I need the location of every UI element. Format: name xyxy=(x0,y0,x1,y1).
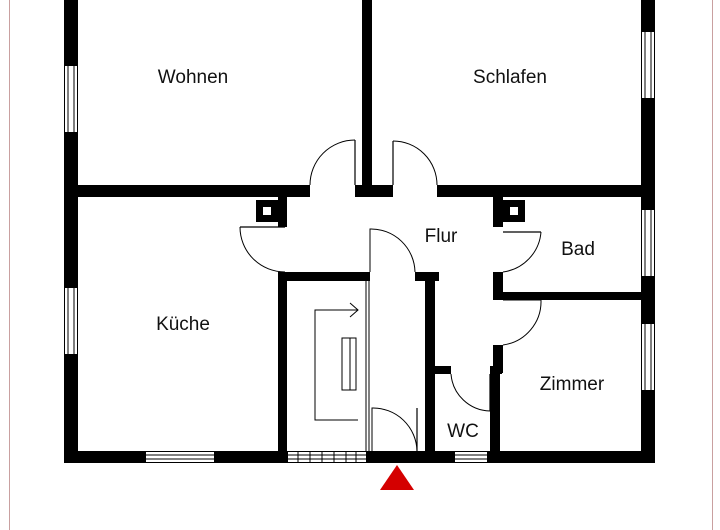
door-flur-swing xyxy=(369,228,416,273)
door-schlafen-swing xyxy=(392,140,438,186)
wall-bad-bottom xyxy=(493,292,655,300)
page-border xyxy=(9,0,713,530)
room-label-kueche: Küche xyxy=(156,314,210,335)
door-zimmer-swing xyxy=(502,299,542,346)
room-label-flur: Flur xyxy=(425,226,458,247)
wall-top-middle xyxy=(362,0,372,190)
room-label-bad: Bad xyxy=(561,239,595,260)
door-entrance-swing xyxy=(371,407,418,452)
wall-stair-top xyxy=(278,272,370,281)
wall-kitchen-right-lower xyxy=(278,272,287,463)
wall-h-upper-left xyxy=(64,185,310,197)
entrance-marker-icon xyxy=(380,465,414,490)
wall-zimmer-left xyxy=(493,345,503,373)
door-wohnen-swing xyxy=(309,139,356,186)
windows xyxy=(65,32,654,462)
room-label-schlafen: Schlafen xyxy=(473,67,547,88)
wall-bad-left xyxy=(493,197,503,227)
door-wc-swing xyxy=(450,373,491,412)
room-label-wc: WC xyxy=(447,421,479,442)
staircase xyxy=(314,281,370,451)
wall-wc-top xyxy=(425,366,451,374)
room-label-zimmer: Zimmer xyxy=(540,374,605,395)
doors xyxy=(239,139,542,452)
wall-bad-left-lower xyxy=(493,272,503,300)
wall-wc-right xyxy=(490,366,500,463)
room-label-wohnen: Wohnen xyxy=(158,67,228,88)
wall-h-upper-right xyxy=(437,185,655,197)
wall-h-upper-mid xyxy=(355,185,393,197)
wall-kitchen-right xyxy=(278,197,287,227)
door-kueche-swing xyxy=(239,226,286,273)
door-bad-swing xyxy=(502,231,542,273)
